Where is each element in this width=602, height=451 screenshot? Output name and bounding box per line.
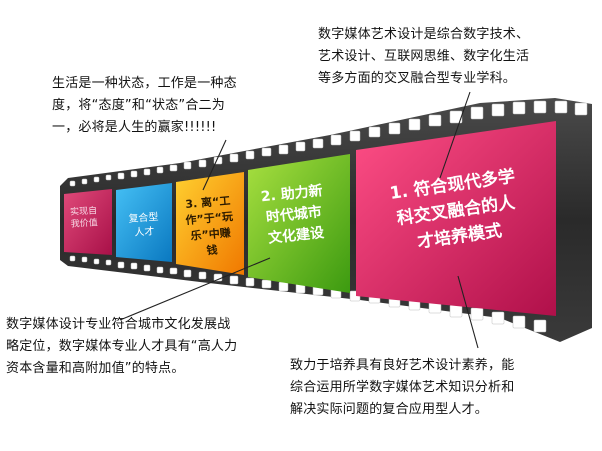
sprocket-holes-bottom bbox=[69, 255, 547, 333]
callout-pointer-lines bbox=[119, 91, 479, 349]
frame-1-label: 实现自 我价值 bbox=[69, 206, 99, 230]
frame-5-interdisciplinary bbox=[356, 121, 556, 316]
frame-2-composite-talent bbox=[116, 183, 172, 262]
callout-training-goal: 致力于培养具有良好艺术设计素养，能 综合运用所学数字媒体艺术知识分析和 解决实际… bbox=[290, 358, 515, 417]
frame-3-label: 3. 离“工 作”于“玩 乐”中赚 钱 bbox=[184, 194, 234, 258]
frame-2-label: 复合型 人才 bbox=[128, 211, 159, 239]
frame-1-self-value bbox=[64, 189, 112, 255]
callout-city-strategy: 数字媒体设计专业符合城市文化发展战 略定位，数字媒体专业人才具有“高人力 资本含… bbox=[6, 317, 238, 376]
callout-life-attitude: 生活是一种状态，工作是一种态 度，将“态度”和“状态”合二为 一，必将是人生的赢… bbox=[52, 76, 237, 135]
frame-4-city-culture bbox=[248, 154, 350, 293]
frame-4-label: 2. 助力新 时代城市 文化建设 bbox=[260, 182, 325, 247]
callout-discipline-definition: 数字媒体艺术设计是综合数字技术、 艺术设计、互联网思维、数字化生活 等多方面的交… bbox=[318, 27, 530, 86]
sprocket-holes-top bbox=[69, 100, 588, 187]
frame-3-work-play bbox=[176, 172, 244, 275]
